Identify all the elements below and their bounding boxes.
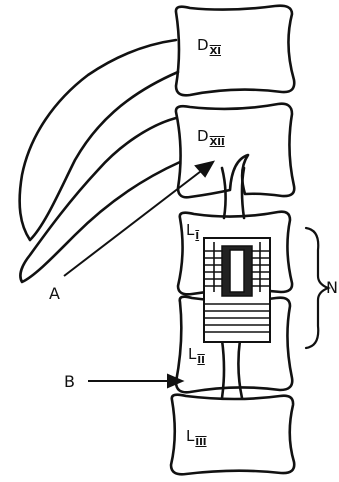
annotation-b: B (64, 374, 75, 390)
annotation-n: N (326, 280, 338, 296)
label-d12: DXII (197, 128, 225, 144)
spinous-stalk-l2 (222, 340, 242, 398)
vertebra-d11 (176, 6, 294, 96)
label-l2: LII (188, 346, 205, 362)
label-d12-letter: D (197, 127, 209, 145)
rib-upper (20, 40, 178, 240)
label-l3-numeral: III (195, 437, 206, 448)
label-l3: LIII (186, 428, 207, 444)
label-l2-numeral: II (197, 355, 204, 366)
label-d11: DXI (197, 37, 221, 53)
rib-lower (20, 118, 180, 282)
brace-n (306, 228, 328, 348)
annotation-a: A (49, 286, 60, 302)
label-l3-letter: L (186, 427, 194, 445)
label-d11-numeral: XI (210, 46, 221, 57)
label-l2-letter: L (188, 345, 196, 363)
vertebra-d12 (176, 104, 294, 198)
label-d11-letter: D (197, 36, 209, 54)
label-d12-numeral: XII (210, 137, 225, 148)
implant-inner-plug (222, 246, 252, 296)
label-l1-numeral: I (195, 231, 199, 242)
label-l1: LI (186, 222, 199, 238)
label-l1-letter: L (186, 221, 194, 239)
